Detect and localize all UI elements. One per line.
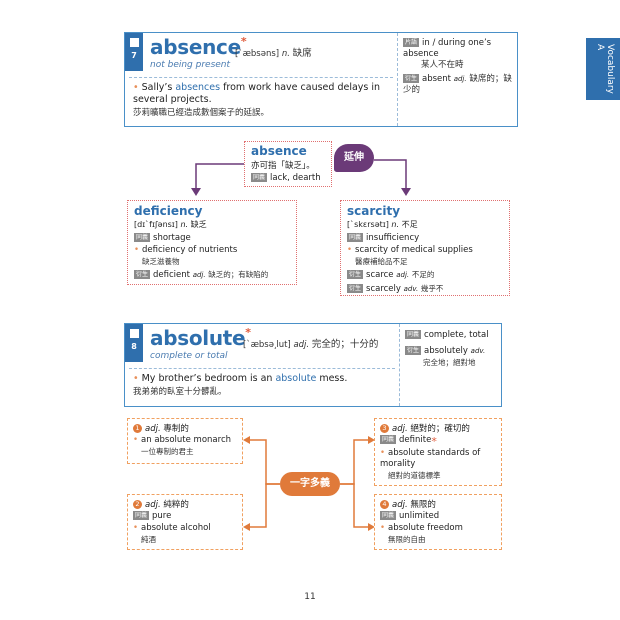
derivative-tag: 衍生 [403,74,420,83]
example-sentence: •My brother’s bedroom is an absolute mes… [133,373,391,398]
example-sentence: •Sally’s absences from work have caused … [133,82,383,119]
headword: absence* [150,35,247,59]
entry-number-tab: 8 [125,324,143,362]
pronunciation-line: [ˋæbsə͵lut] adj. 完全的；十分的 [243,339,379,350]
meaning-1-example: •an absolute monarch 一位專制的君主 [133,435,232,456]
divider [129,77,393,78]
extension-word: absence [251,144,307,158]
headword: absolute* [150,326,251,350]
scarcity-pron: [ˋskɛrsətɪ] n. 不足 [347,220,418,229]
scarcity-word: scarcity [347,204,401,218]
vocabulary-side-tab: Vocabulary A [586,38,620,100]
example-translation: 我弟弟的臥室十分髒亂。 [133,387,227,397]
entry-number-tab: 7 [125,33,143,71]
entry-7-box: 7 absence* [ˋæbsəns] n. 缺席 not being pre… [124,32,518,127]
extension-badge: 延伸 [334,144,374,172]
definition: complete or total [150,351,228,361]
deficiency-pron: [dɪˋfɪʃənsɪ] n. 缺乏 [134,220,207,229]
star-icon: * [431,435,437,448]
scarcity-example: •scarcity of medical supplies 醫療補給品不足 [347,245,473,266]
entry-number: 7 [131,51,137,60]
pronunciation-line: [ˋæbsəns] n. 缺席 [235,48,312,59]
divider [129,368,395,369]
star-icon: * [240,35,247,48]
side-tab-label: Vocabulary A [595,44,615,94]
star-icon: * [245,326,251,339]
meaning-2-example: •absolute alcohol 純酒 [133,523,211,544]
definition: not being present [150,60,231,70]
side-divider [399,324,400,406]
multi-meaning-badge: 一字多義 [280,472,340,496]
meaning-4-example: •absolute freedom 無限的自由 [380,523,463,544]
entry-8-box: 8 absolute* [ˋæbsə͵lut] adj. 完全的；十分的 com… [124,323,502,407]
phrase-tag: 片語 [403,38,420,47]
extension-text: 亦可指「缺乏」。 [251,161,315,171]
entry-number: 8 [131,342,137,351]
page-number: 11 [304,592,316,602]
deficiency-word: deficiency [134,204,203,218]
example-translation: 莎莉曠職已經造成數個案子的延誤。 [133,108,270,118]
meaning-3-example: •absolute standards of morality 絕對的道德標準 [380,448,481,480]
deficiency-example: •deficiency of nutrients 缺乏滋養物 [134,245,238,266]
side-divider [397,33,398,126]
